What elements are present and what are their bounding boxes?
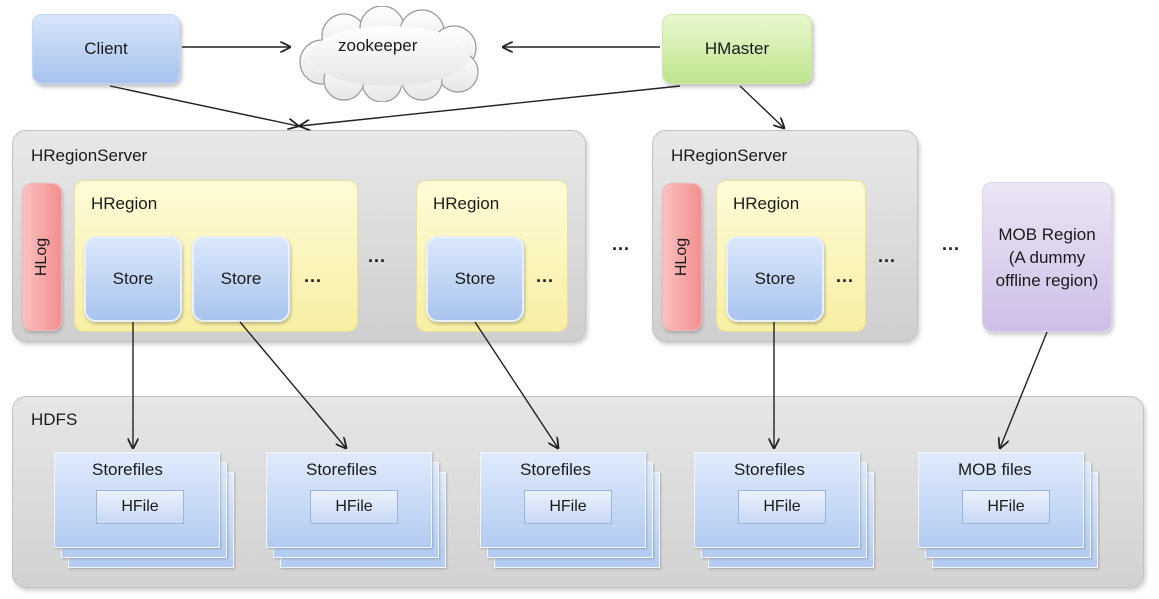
more-stores-1: ...: [304, 266, 323, 286]
hfile-5: HFile: [962, 490, 1050, 524]
mob-region-line3: offline region): [995, 270, 1099, 290]
storefiles-1-title: Storefiles: [92, 460, 163, 479]
hfile-1: HFile: [96, 490, 184, 524]
storefiles-3-title: Storefiles: [520, 460, 591, 479]
hmaster-node: HMaster: [662, 14, 812, 84]
hfile-4: HFile: [738, 490, 826, 524]
more-regions-2: ...: [878, 246, 897, 266]
more-stores-2: ...: [536, 266, 555, 286]
hregionserver-1-title: HRegionServer: [31, 146, 148, 165]
store-3a: Store: [726, 236, 824, 322]
mobfiles-title: MOB files: [958, 460, 1032, 479]
zookeeper-label: zookeeper: [338, 36, 418, 55]
more-regions-1: ...: [368, 246, 387, 266]
more-stores-3: ...: [836, 266, 855, 286]
mob-region-line2: (A dummy: [1008, 247, 1086, 267]
storefiles-2-title: Storefiles: [306, 460, 377, 479]
hregion-3-title: HRegion: [733, 194, 800, 213]
hregionserver-2-title: HRegionServer: [671, 146, 788, 165]
hfile-2: HFile: [310, 490, 398, 524]
more-mob: ...: [942, 234, 961, 254]
hdfs-title: HDFS: [31, 410, 78, 429]
hlog-2-label: HLog: [673, 237, 690, 277]
hregion-1-title: HRegion: [91, 194, 158, 213]
hlog-2: HLog: [662, 183, 702, 331]
client-node: Client: [32, 14, 180, 84]
arrow-hmaster-server2: [739, 85, 784, 128]
store-2a: Store: [426, 236, 524, 322]
hfile-3: HFile: [524, 490, 612, 524]
store-1b: Store: [192, 236, 290, 322]
hlog-1-label: HLog: [33, 237, 50, 277]
storefiles-4-title: Storefiles: [734, 460, 805, 479]
hregion-2-title: HRegion: [433, 194, 500, 213]
more-servers: ...: [612, 234, 631, 254]
arrow-client-server1: [109, 85, 298, 126]
hlog-1: HLog: [22, 183, 62, 331]
mob-region-line1: MOB Region: [998, 224, 1096, 244]
store-1a: Store: [84, 236, 182, 322]
mob-region: MOB Region (A dummy offline region): [982, 182, 1112, 332]
